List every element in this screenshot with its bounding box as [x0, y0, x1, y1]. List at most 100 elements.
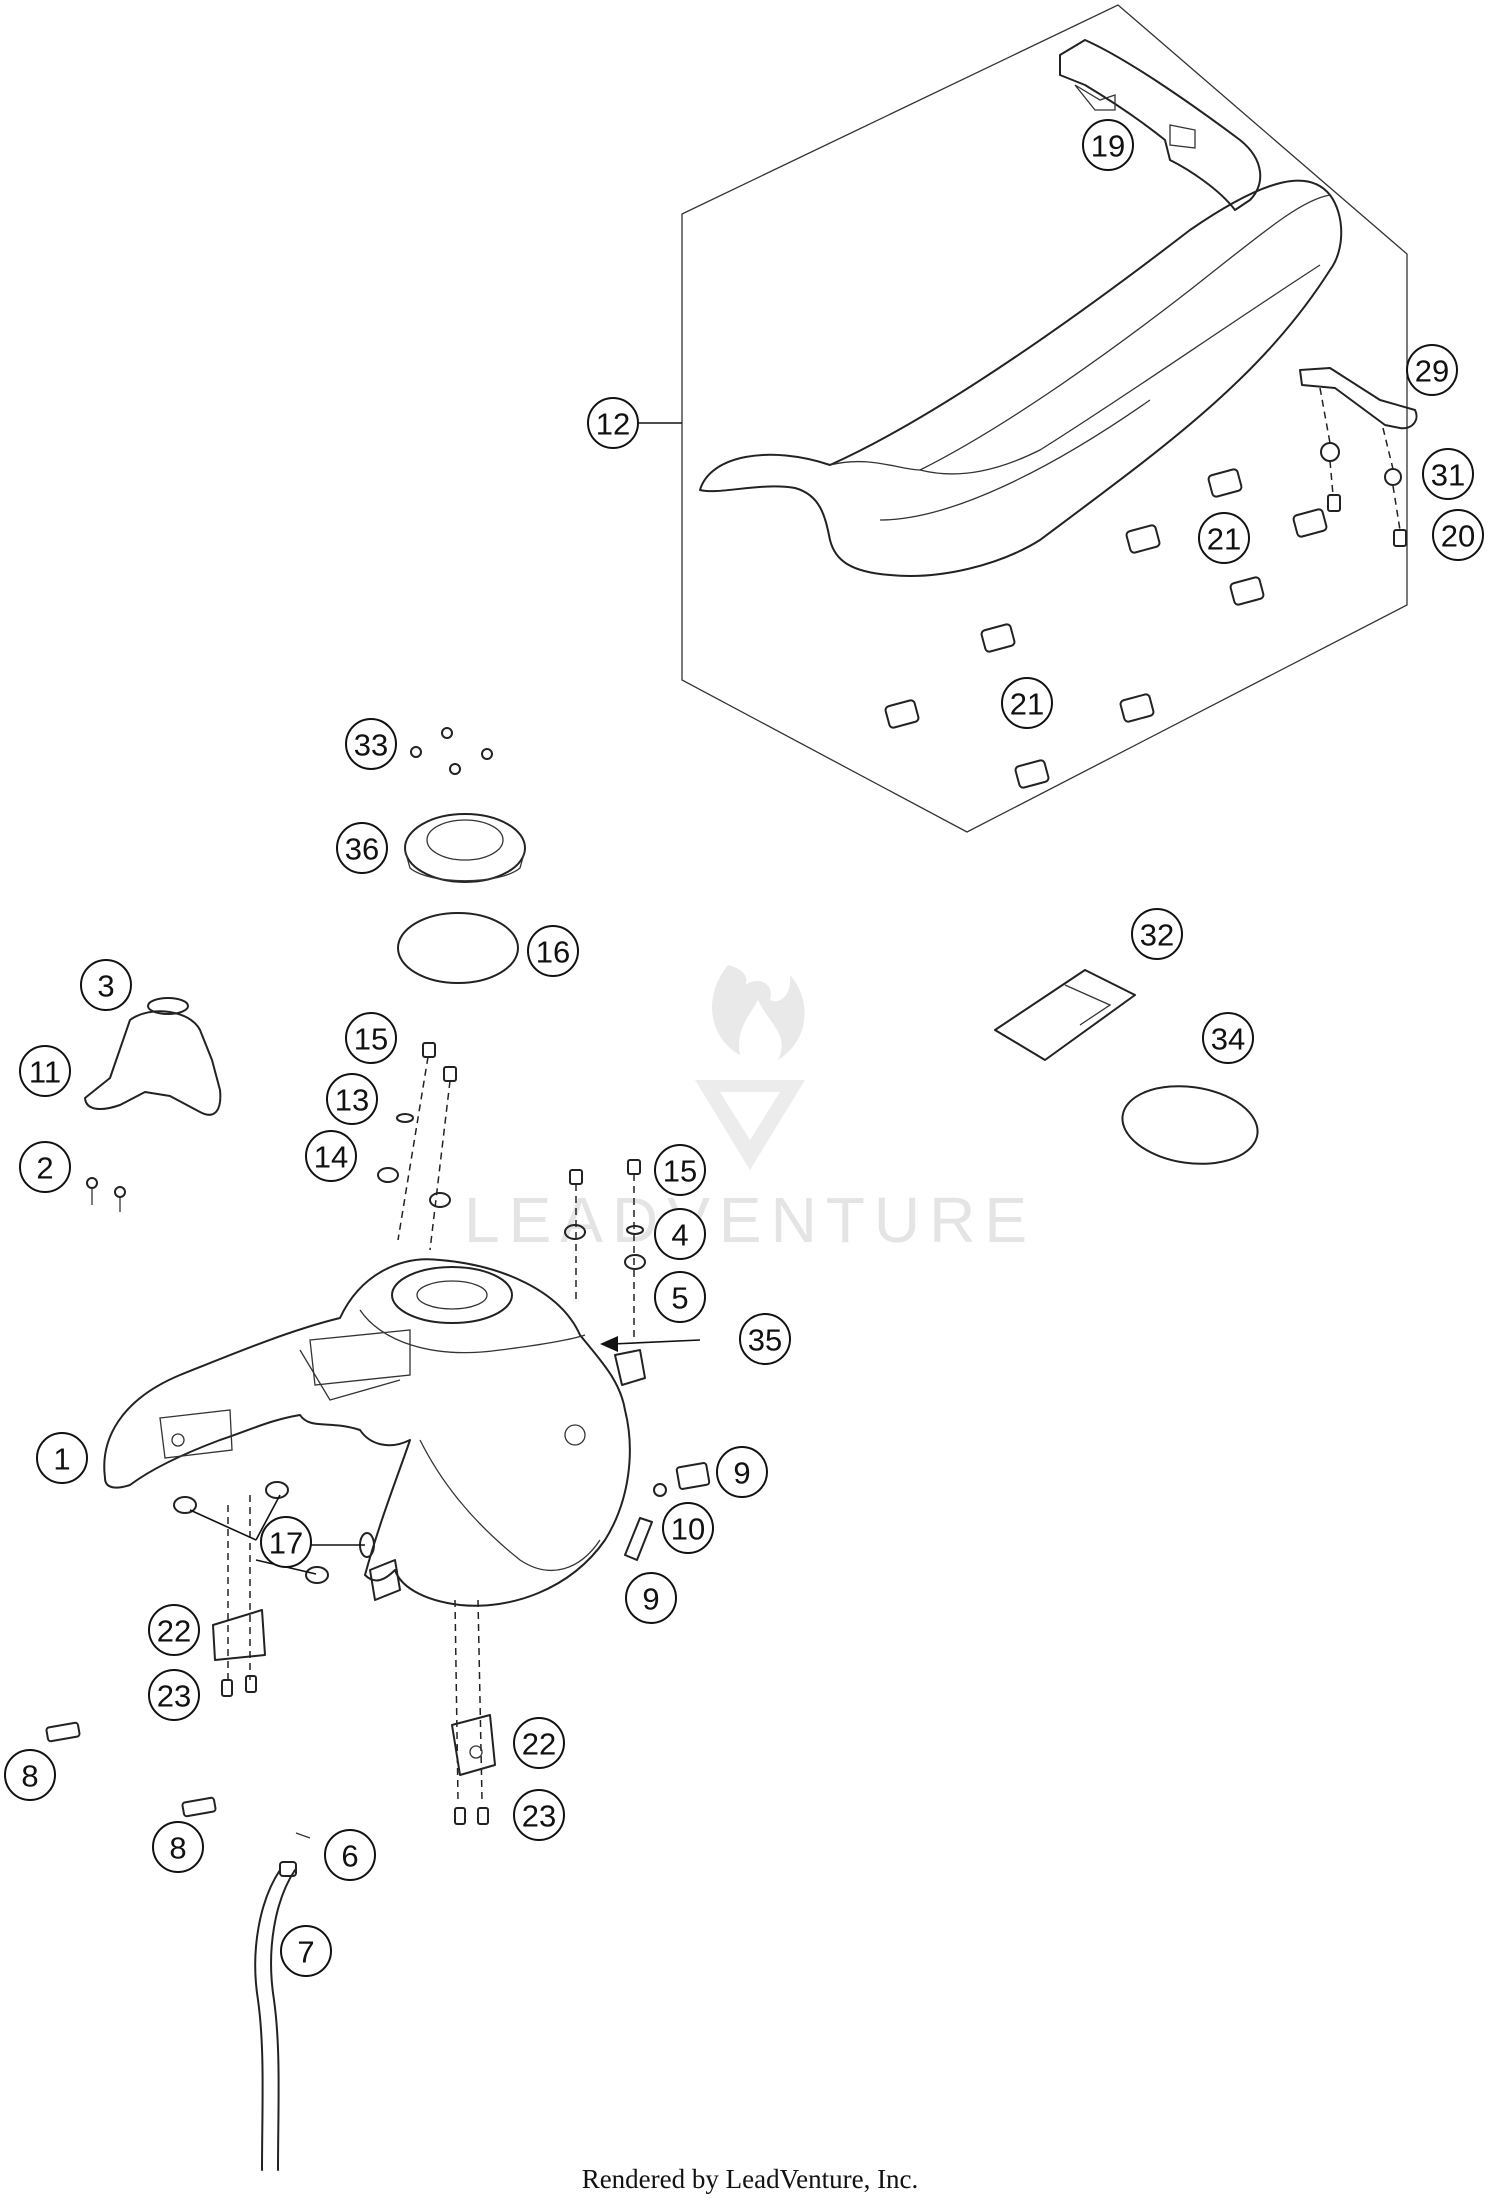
- callout-circle: [326, 1073, 378, 1125]
- callout-label: 20: [1441, 519, 1475, 554]
- bracket-bolt: [454, 1807, 466, 1825]
- rubber-bushing: [564, 1224, 586, 1240]
- callout-circle: [280, 1925, 332, 1977]
- callout-label: 23: [157, 1679, 191, 1714]
- callout-circle: [662, 1502, 714, 1554]
- vent-hose: [254, 1869, 296, 2171]
- callout-label: 22: [157, 1614, 191, 1649]
- callout-4: 4: [654, 1208, 706, 1260]
- grommet: [305, 1566, 329, 1584]
- fuel-tank-mount-hole: [171, 1433, 185, 1447]
- bolt: [422, 1042, 436, 1058]
- callouts: 19 29 12 31 20 21 21 33: [4, 119, 1484, 1977]
- rubber-buffer: [884, 699, 920, 729]
- seat-contour-line: [829, 194, 1331, 471]
- fuel-tank-rear-tab: [369, 1559, 401, 1601]
- leader-line: [189, 1494, 365, 1575]
- callout-circle: [587, 397, 639, 449]
- rubber-buffer: [1229, 576, 1265, 606]
- callout-label: 9: [733, 1456, 750, 1491]
- callout-label: 8: [21, 1759, 38, 1794]
- callout-circle: [336, 822, 388, 874]
- callout-label: 31: [1431, 458, 1465, 493]
- callout-label: 35: [748, 1323, 782, 1358]
- callout-7: 7: [280, 1925, 332, 1977]
- callout-label: 21: [1207, 522, 1241, 557]
- callout-circle: [1406, 344, 1458, 396]
- callout-circle: [654, 1144, 706, 1196]
- callout-label: 9: [642, 1582, 659, 1617]
- callout-15: 15: [654, 1144, 706, 1196]
- assembly-line: [575, 1174, 635, 1340]
- callout-circle: [527, 925, 579, 977]
- vent-hose-end: [279, 1861, 297, 1877]
- callout-circle: [148, 1604, 200, 1656]
- bracket-hole: [469, 1745, 483, 1759]
- cover-ring: [147, 997, 189, 1015]
- watermark-text: LEADVENTURE: [464, 1184, 1036, 1256]
- callout-13: 13: [326, 1073, 378, 1125]
- rubber-buffer: [1292, 508, 1328, 538]
- left-side-parts: [84, 997, 222, 1212]
- under-tank-parts: [173, 1481, 496, 1825]
- tool-bag: [994, 969, 1136, 1061]
- callout-12: 12: [587, 397, 639, 449]
- callout-34: 34: [1202, 1012, 1254, 1064]
- seat-bracket-bolt: [1320, 442, 1340, 462]
- decal-strip: [675, 1462, 711, 1490]
- rubber-buffer: [1014, 759, 1050, 789]
- callout-circle: [513, 1717, 565, 1769]
- callout-label: 23: [522, 1799, 556, 1834]
- bolt: [627, 1159, 641, 1175]
- callout-circle: [305, 1130, 357, 1182]
- callout-circle: [324, 1829, 376, 1881]
- seat-bracket-screw: [1393, 529, 1407, 547]
- callout-14: 14: [305, 1130, 357, 1182]
- fuel-cap-screw: [441, 727, 453, 739]
- assembly-line: [454, 1599, 483, 1801]
- callout-35: 35: [739, 1313, 791, 1365]
- callout-circle: [654, 1208, 706, 1260]
- callout-circle: [4, 1749, 56, 1801]
- callout-circle: [1432, 509, 1484, 561]
- callout-11: 11: [19, 1045, 71, 1097]
- callout-circle: [152, 1821, 204, 1873]
- hose-clip: [45, 1721, 81, 1743]
- rubber-buffers-lower: [884, 623, 1155, 789]
- callout-label: 3: [97, 969, 114, 1004]
- watermark: LEADVENTURE: [464, 965, 1036, 1256]
- callout-label: 8: [169, 1831, 186, 1866]
- callout-9: 9: [716, 1446, 768, 1498]
- callout-label: 36: [345, 832, 379, 867]
- callout-8: 8: [152, 1821, 204, 1873]
- rubber-buffer: [1207, 468, 1243, 498]
- callout-23: 23: [513, 1789, 565, 1841]
- fuel-tank: [103, 1258, 646, 1607]
- assembly-line: [227, 1495, 251, 1680]
- cover-screw: [114, 1186, 126, 1198]
- leader-line: [611, 1339, 701, 1345]
- decal-strip: [624, 1517, 653, 1561]
- callout-19: 19: [1082, 119, 1134, 171]
- filler-cover: [84, 1010, 222, 1116]
- watermark-v-logo: [695, 1080, 805, 1170]
- washer: [626, 1225, 644, 1235]
- callout-33: 33: [345, 718, 397, 770]
- callout-circle: [1131, 908, 1183, 960]
- callout-circle: [1001, 677, 1053, 729]
- fuel-cap-screw: [481, 748, 493, 760]
- seat-bracket-screw: [1327, 494, 1341, 512]
- rubber-buffer: [980, 623, 1016, 653]
- callout-circle: [36, 1432, 88, 1484]
- callout-circle: [1198, 512, 1250, 564]
- callout-circle: [739, 1313, 791, 1365]
- toolkit: [994, 969, 1259, 1165]
- fuel-tank-contour: [419, 1439, 601, 1572]
- callout-label: 7: [297, 1935, 314, 1970]
- clip: [653, 1483, 667, 1497]
- bolt: [569, 1169, 583, 1185]
- callout-label: 33: [354, 728, 388, 763]
- callout-circle: [625, 1572, 677, 1624]
- rubber-buffer: [1125, 524, 1161, 554]
